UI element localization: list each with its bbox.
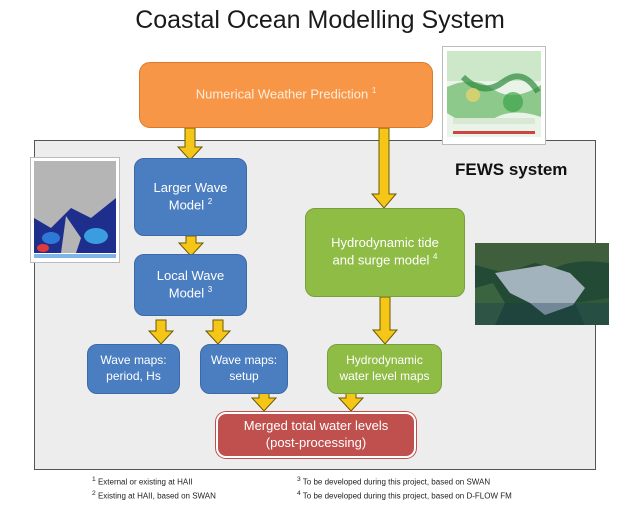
wave-maps-period-box: Wave maps: period, Hs — [87, 344, 180, 394]
hydrodynamic-model-box: Hydrodynamic tide and surge model 4 — [305, 208, 465, 297]
wave-maps-period-line2: period, Hs — [106, 369, 161, 383]
merged-line1: Merged total water levels — [243, 418, 389, 434]
nwp-label: Numerical Weather Prediction — [195, 86, 369, 102]
hydro-maps-line1: Hydrodynamic — [346, 353, 423, 368]
footnote-2: 2 Existing at HAII, based on SWAN — [92, 490, 216, 501]
local-wave-label-line2: Model — [168, 285, 205, 301]
footnote-4: 4 To be developed during this project, b… — [297, 490, 512, 501]
wave-maps-setup-line2: setup — [229, 369, 259, 383]
footnote-2-number: 2 — [92, 490, 96, 497]
hydro-label-line2: and surge model — [332, 252, 430, 268]
local-wave-footnote-marker: 3 — [207, 284, 213, 294]
arrow-nwp-to-hydro — [370, 127, 398, 209]
wave-maps-setup-line1: Wave maps: — [210, 353, 278, 368]
larger-wave-model-box: Larger Wave Model 2 — [134, 158, 247, 236]
nwp-footnote-marker: 1 — [371, 86, 377, 96]
footnote-4-text: To be developed during this project, bas… — [302, 491, 512, 501]
local-wave-model-box: Local Wave Model 3 — [134, 254, 247, 316]
wave-maps-setup-box: Wave maps: setup — [200, 344, 288, 394]
arrow-local-to-setup — [204, 319, 232, 345]
arrow-local-to-period — [147, 319, 175, 345]
footnote-1-number: 1 — [92, 476, 96, 483]
merged-line2: (post-processing) — [265, 435, 367, 450]
wave-maps-period-line1: Wave maps: — [100, 353, 167, 368]
footnote-3: 3 To be developed during this project, b… — [297, 476, 490, 487]
arrow-larger-to-local — [177, 235, 205, 257]
hydrodynamic-water-level-maps-box: Hydrodynamic water level maps — [327, 344, 442, 394]
larger-wave-label-line2: Model — [168, 197, 205, 213]
footnote-4-number: 4 — [297, 490, 301, 497]
wave-map-thumbnail — [30, 157, 120, 263]
footnote-2-text: Existing at HAII, based on SWAN — [97, 491, 216, 501]
fews-system-label: FEWS system — [455, 160, 568, 179]
weather-map-thumbnail — [442, 46, 546, 145]
numerical-weather-prediction-box: Numerical Weather Prediction 1 — [139, 62, 433, 128]
larger-wave-label-line1: Larger Wave — [153, 179, 228, 195]
footnote-1-text: External or existing at HAII — [97, 477, 193, 487]
hydro-footnote-marker: 4 — [433, 252, 438, 262]
satellite-map-thumbnail — [475, 243, 609, 325]
arrow-hydro-to-maps — [371, 296, 399, 345]
local-wave-label-line1: Local Wave — [156, 267, 225, 283]
hydro-maps-line2: water level maps — [339, 369, 430, 383]
arrow-nwp-to-larger-wave — [176, 127, 204, 161]
hydro-label-line1: Hydrodynamic tide — [331, 235, 439, 251]
footnote-1: 1 External or existing at HAII — [92, 476, 193, 487]
footnote-3-number: 3 — [297, 476, 301, 483]
footnote-3-text: To be developed during this project, bas… — [302, 477, 491, 487]
larger-wave-footnote-marker: 2 — [207, 196, 213, 206]
merged-total-water-levels-box: Merged total water levels (post-processi… — [216, 412, 416, 458]
page-title: Coastal Ocean Modelling System — [135, 6, 505, 34]
